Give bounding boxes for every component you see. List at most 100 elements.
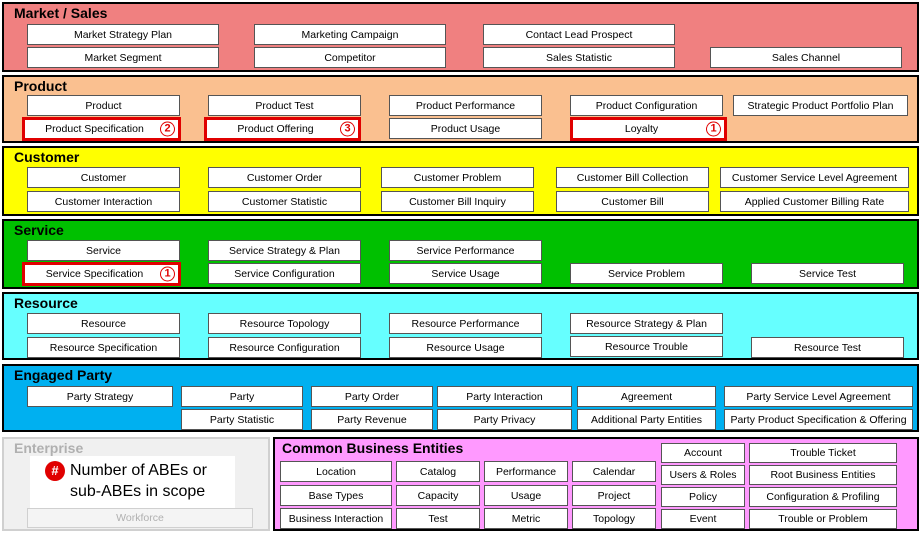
panel-title: Common Business Entities <box>282 440 464 456</box>
panel-market-sales: Market / Sales Market Strategy Plan Mark… <box>2 2 919 72</box>
panel-title: Service <box>14 222 64 238</box>
abe-box-workforce: Workforce <box>27 508 253 528</box>
abe-box[interactable]: Trouble Ticket <box>749 443 897 463</box>
legend: # Number of ABEs or sub-ABEs in scope <box>30 456 235 508</box>
abe-box[interactable]: Catalog <box>396 461 480 482</box>
count-badge: 1 <box>706 121 721 137</box>
abe-box[interactable]: Strategic Product Portfolio Plan <box>733 95 908 116</box>
abe-box[interactable]: Policy <box>661 487 745 507</box>
abe-box[interactable]: Customer Order <box>208 167 361 188</box>
panel-title: Engaged Party <box>14 367 113 383</box>
legend-text: Number of ABEs or sub-ABEs in scope <box>70 460 207 502</box>
panel-title: Market / Sales <box>14 5 108 21</box>
abe-box[interactable]: Service Problem <box>570 263 723 284</box>
panel-title: Enterprise <box>14 440 84 456</box>
abe-label: Product Offering <box>237 123 314 135</box>
abe-box[interactable]: Event <box>661 509 745 529</box>
abe-box-highlighted[interactable]: Loyalty 1 <box>570 117 727 141</box>
panel-resource: Resource Resource Resource Topology Reso… <box>2 292 919 360</box>
abe-box[interactable]: Configuration & Profiling <box>749 487 897 507</box>
abe-box[interactable]: Party Order <box>311 386 433 407</box>
abe-box[interactable]: Metric <box>484 508 568 529</box>
count-badge: 2 <box>160 121 175 137</box>
panel-title: Customer <box>14 149 80 165</box>
abe-box[interactable]: Customer Problem <box>381 167 534 188</box>
abe-box[interactable]: Applied Customer Billing Rate <box>720 191 909 212</box>
abe-box[interactable]: Resource Performance <box>389 313 542 334</box>
abe-box[interactable]: Customer Bill <box>556 191 709 212</box>
panel-engaged-party: Engaged Party Party Strategy Party Party… <box>2 364 919 432</box>
panel-title: Resource <box>14 295 78 311</box>
abe-box[interactable]: Resource Strategy & Plan <box>570 313 723 334</box>
abe-box[interactable]: Capacity <box>396 485 480 506</box>
abe-box[interactable]: Usage <box>484 485 568 506</box>
abe-box[interactable]: Product Usage <box>389 118 542 139</box>
abe-box[interactable]: Root Business Entities <box>749 465 897 485</box>
abe-label: Loyalty <box>624 123 659 135</box>
abe-box[interactable]: Product <box>27 95 180 116</box>
panel-common-business-entities: Common Business Entities Location Catalo… <box>273 437 919 531</box>
abe-box[interactable]: Customer Service Level Agreement <box>720 167 909 188</box>
abe-box[interactable]: Service Usage <box>389 263 542 284</box>
abe-box[interactable]: Resource Test <box>751 337 904 358</box>
abe-box-highlighted[interactable]: Product Offering 3 <box>204 117 361 141</box>
abe-box[interactable]: Party <box>181 386 303 407</box>
abe-box[interactable]: Marketing Campaign <box>254 24 446 45</box>
abe-box[interactable]: Service <box>27 240 180 261</box>
panel-customer: Customer Customer Customer Order Custome… <box>2 146 919 216</box>
count-badge: 1 <box>160 266 175 282</box>
abe-box[interactable]: Additional Party Entities <box>577 409 716 430</box>
abe-box[interactable]: Contact Lead Prospect <box>483 24 675 45</box>
abe-box[interactable]: Sales Statistic <box>483 47 675 68</box>
panel-product: Product Product Product Test Product Per… <box>2 75 919 143</box>
abe-box[interactable]: Location <box>280 461 392 482</box>
abe-box[interactable]: Resource Specification <box>27 337 180 358</box>
abe-box-highlighted[interactable]: Product Specification 2 <box>22 117 181 141</box>
abe-box[interactable]: Competitor <box>254 47 446 68</box>
panel-title: Product <box>14 78 67 94</box>
abe-box[interactable]: Party Interaction <box>437 386 572 407</box>
abe-box[interactable]: Party Service Level Agreement <box>724 386 913 407</box>
abe-box[interactable]: Resource <box>27 313 180 334</box>
abe-box[interactable]: Performance <box>484 461 568 482</box>
abe-box[interactable]: Resource Configuration <box>208 337 361 358</box>
abe-box[interactable]: Base Types <box>280 485 392 506</box>
abe-box[interactable]: Product Performance <box>389 95 542 116</box>
abe-box[interactable]: Service Test <box>751 263 904 284</box>
abe-box[interactable]: Party Product Specification & Offering <box>724 409 913 430</box>
abe-box[interactable]: Service Strategy & Plan <box>208 240 361 261</box>
abe-box[interactable]: Party Privacy <box>437 409 572 430</box>
abe-box[interactable]: Customer Statistic <box>208 191 361 212</box>
abe-box[interactable]: Product Test <box>208 95 361 116</box>
abe-box[interactable]: Customer Bill Collection <box>556 167 709 188</box>
abe-box[interactable]: Product Configuration <box>570 95 723 116</box>
abe-box[interactable]: Account <box>661 443 745 463</box>
abe-box[interactable]: Service Performance <box>389 240 542 261</box>
abe-box[interactable]: Topology <box>572 508 656 529</box>
legend-badge-icon: # <box>45 461 65 481</box>
abe-box[interactable]: Resource Usage <box>389 337 542 358</box>
abe-box[interactable]: Customer <box>27 167 180 188</box>
abe-box[interactable]: Party Strategy <box>27 386 173 407</box>
abe-box[interactable]: Party Revenue <box>311 409 433 430</box>
abe-box[interactable]: Market Segment <box>27 47 219 68</box>
abe-box[interactable]: Project <box>572 485 656 506</box>
abe-box[interactable]: Agreement <box>577 386 716 407</box>
abe-box[interactable]: Party Statistic <box>181 409 303 430</box>
abe-box[interactable]: Resource Topology <box>208 313 361 334</box>
abe-box[interactable]: Trouble or Problem <box>749 509 897 529</box>
abe-box[interactable]: Sales Channel <box>710 47 902 68</box>
abe-box[interactable]: Service Configuration <box>208 263 361 284</box>
abe-box[interactable]: Customer Bill Inquiry <box>381 191 534 212</box>
abe-box[interactable]: Users & Roles <box>661 465 745 485</box>
legend-line-1: Number of ABEs or <box>70 462 207 479</box>
legend-line-2: sub-ABEs in scope <box>70 483 206 500</box>
abe-box[interactable]: Customer Interaction <box>27 191 180 212</box>
abe-box[interactable]: Test <box>396 508 480 529</box>
abe-box[interactable]: Market Strategy Plan <box>27 24 219 45</box>
abe-box-highlighted[interactable]: Service Specification 1 <box>22 262 181 286</box>
abe-box[interactable]: Calendar <box>572 461 656 482</box>
abe-box[interactable]: Business Interaction <box>280 508 392 529</box>
panel-service: Service Service Service Strategy & Plan … <box>2 219 919 289</box>
abe-box[interactable]: Resource Trouble <box>570 336 723 357</box>
